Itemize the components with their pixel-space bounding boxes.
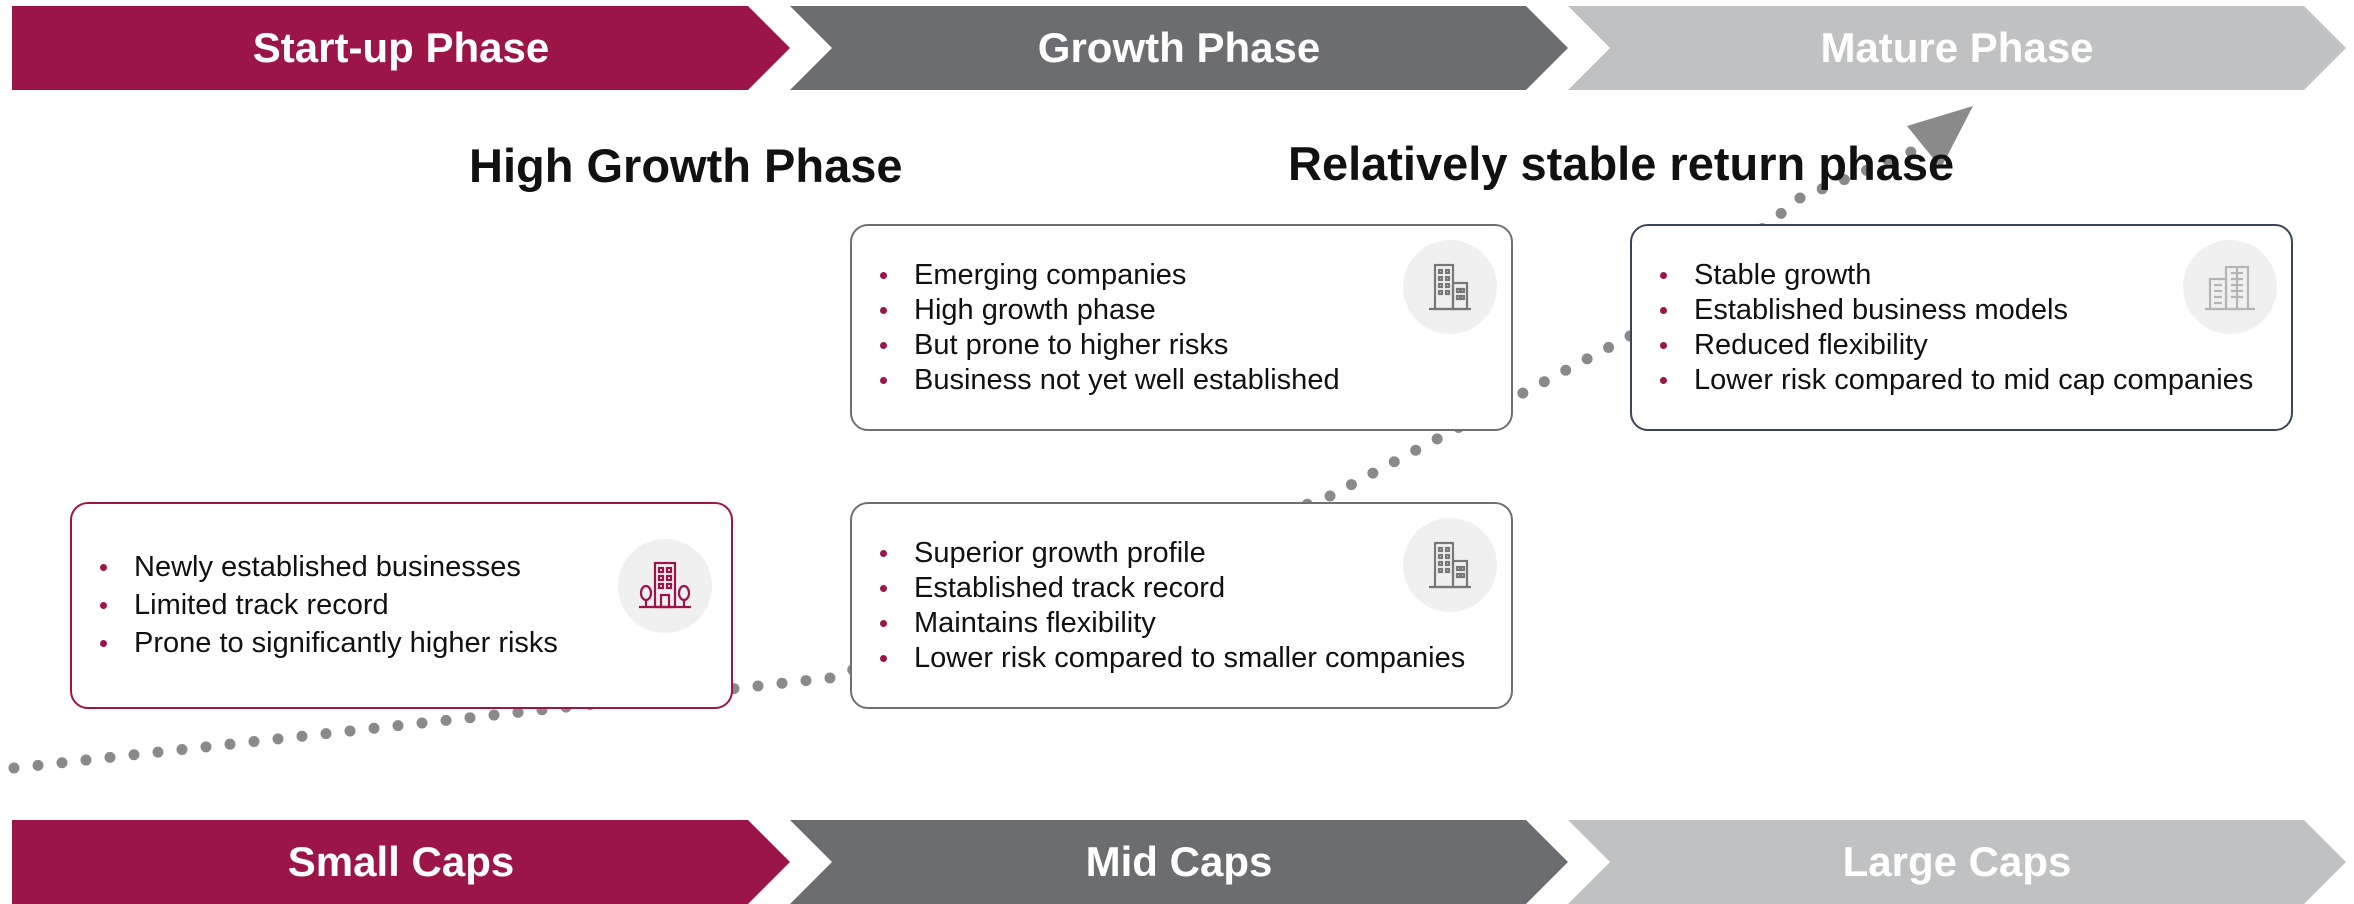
phase-growth-chevron: Growth Phase: [790, 6, 1568, 90]
list-item: Prone to significantly higher risks: [96, 626, 558, 661]
phase-mature-label: Mature Phase: [1820, 24, 2094, 71]
trajectory-dot: [224, 738, 236, 750]
trajectory-dot: [1517, 387, 1529, 399]
trajectory-dot: [1431, 433, 1443, 445]
trajectory-dot: [440, 714, 452, 726]
mid-caps-upper-icon-bg: [1403, 240, 1497, 334]
trajectory-dot: [248, 736, 260, 748]
mid-caps-lower-box: Superior growth profile Established trac…: [850, 502, 1513, 709]
large-caps-box: Stable growth Established business model…: [1630, 224, 2293, 431]
cap-large-chevron: Large Caps: [1568, 820, 2346, 904]
trajectory-dot: [32, 759, 44, 771]
small-caps-box: Newly established businesses Limited tra…: [70, 502, 733, 709]
trajectory-arrowhead: [1907, 106, 1973, 168]
trajectory-dot: [1603, 341, 1615, 353]
phase-growth-label: Growth Phase: [1037, 24, 1321, 71]
phase-mature-chevron: Mature Phase: [1568, 6, 2346, 90]
mid-caps-upper-list: Emerging companies High growth phase But…: [876, 258, 1340, 398]
trajectory-dot: [1324, 490, 1336, 502]
list-item: Superior growth profile: [876, 536, 1465, 571]
list-item: But prone to higher risks: [876, 328, 1340, 363]
trajectory-dot: [1581, 353, 1593, 365]
trajectory-dot: [272, 733, 284, 745]
cap-large-label: Large Caps: [1842, 838, 2072, 885]
phase-startup-chevron: Start-up Phase: [12, 6, 790, 90]
trajectory-dot: [80, 754, 92, 766]
trajectory-dot: [752, 680, 764, 692]
trajectory-dot: [416, 717, 428, 729]
trajectory-dot: [800, 675, 812, 687]
office-buildings-icon: [2205, 265, 2255, 311]
trajectory-dot: [1410, 444, 1422, 456]
trajectory-dot: [200, 741, 212, 753]
list-item: Emerging companies: [876, 258, 1340, 293]
stable-return-heading: Relatively stable return phase: [1288, 137, 1955, 190]
trajectory-dot: [344, 725, 356, 737]
trajectory-dot: [152, 746, 164, 758]
trajectory-dot: [128, 749, 140, 761]
mid-caps-upper-box: Emerging companies High growth phase But…: [850, 224, 1513, 431]
large-caps-icon-bg: [2183, 240, 2277, 334]
small-caps-list: Newly established businesses Limited tra…: [96, 550, 558, 661]
phase-startup-label: Start-up Phase: [252, 24, 550, 71]
cap-mid-chevron: Mid Caps: [790, 820, 1568, 904]
cap-small-label: Small Caps: [287, 838, 515, 885]
trajectory-dot: [1538, 376, 1550, 388]
list-item: High growth phase: [876, 293, 1340, 328]
trajectory-dot: [512, 706, 524, 718]
list-item: Reduced flexibility: [1656, 328, 2253, 363]
trajectory-dot: [776, 677, 788, 689]
list-item: Lower risk compared to smaller companies: [876, 641, 1465, 676]
list-item: Newly established businesses: [96, 550, 558, 585]
small-caps-icon-bg: [618, 539, 712, 633]
trajectory-dot: [1367, 467, 1379, 479]
building-trees-icon: [639, 561, 691, 609]
trajectory-dot: [824, 672, 836, 684]
trajectory-dot: [392, 720, 404, 732]
list-item: Established track record: [876, 571, 1465, 606]
trajectory-dot: [176, 743, 188, 755]
list-item: Established business models: [1656, 293, 2253, 328]
trajectory-dot: [1388, 456, 1400, 468]
mid-caps-lower-list: Superior growth profile Established trac…: [876, 536, 1465, 676]
cap-small-chevron: Small Caps: [12, 820, 790, 904]
mid-caps-lower-icon-bg: [1403, 518, 1497, 612]
trajectory-dot: [1345, 479, 1357, 491]
trajectory-dot: [104, 751, 116, 763]
trajectory-dot: [56, 757, 68, 769]
trajectory-dot: [1560, 364, 1572, 376]
trajectory-tail: [1794, 136, 1941, 204]
list-item: Business not yet well established: [876, 363, 1340, 398]
list-item: Stable growth: [1656, 258, 2253, 293]
trajectory-dot: [1775, 207, 1787, 219]
list-item: Limited track record: [96, 588, 558, 623]
building-icon: [1429, 541, 1471, 589]
cap-mid-label: Mid Caps: [1085, 838, 1273, 885]
list-item: Maintains flexibility: [876, 606, 1465, 641]
trajectory-dot: [8, 762, 20, 774]
list-item: Lower risk compared to mid cap companies: [1656, 363, 2253, 398]
trajectory-dot: [464, 712, 476, 724]
large-caps-list: Stable growth Established business model…: [1656, 258, 2253, 398]
trajectory-dot: [368, 722, 380, 734]
high-growth-heading: High Growth Phase: [469, 139, 903, 192]
trajectory-dot: [488, 709, 500, 721]
trajectory-dot: [296, 730, 308, 742]
building-icon: [1429, 263, 1471, 311]
trajectory-dot: [320, 728, 332, 740]
